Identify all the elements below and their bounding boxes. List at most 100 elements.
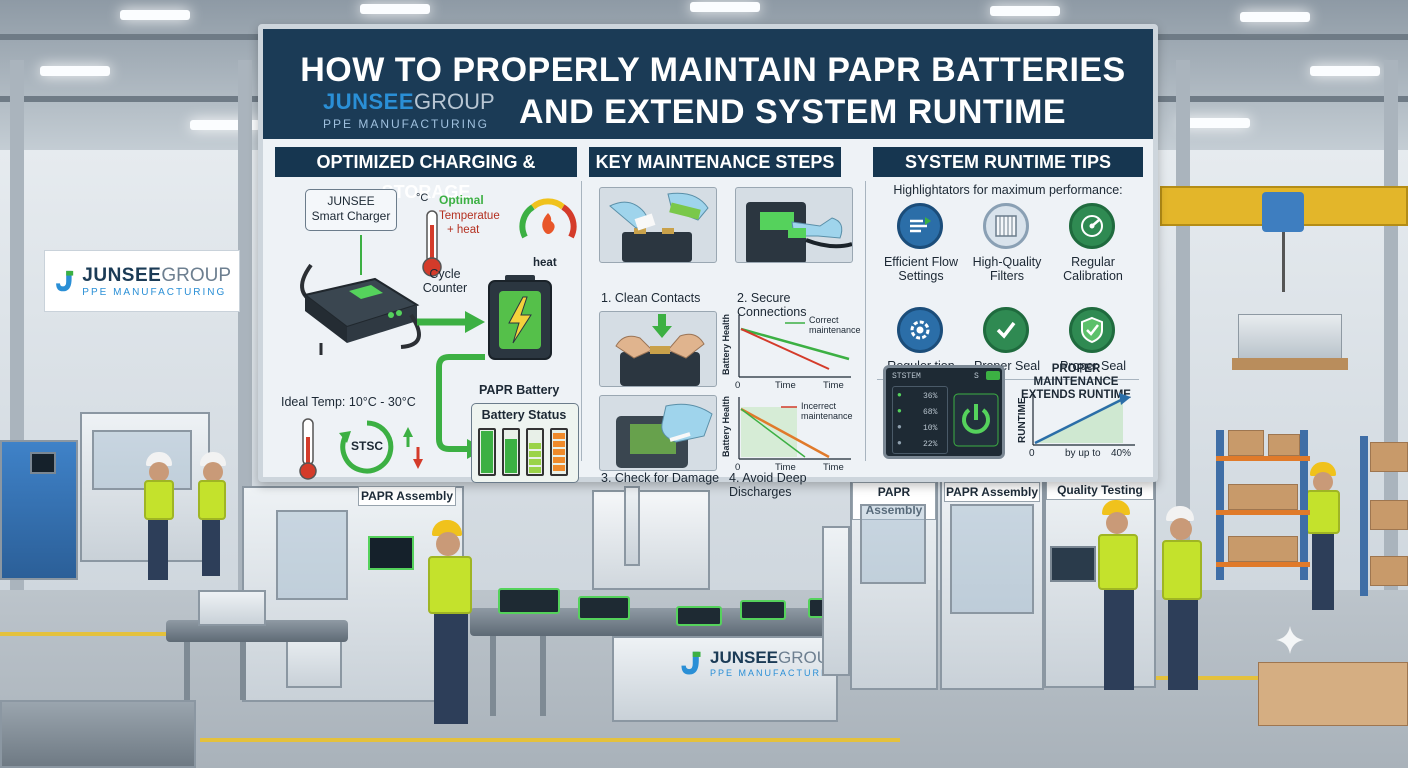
conveyor-leg <box>540 636 546 716</box>
brand-tagline: PPE MANUFACTURING <box>710 668 844 678</box>
worker-head <box>1106 512 1128 534</box>
papr-assembly-station-left <box>242 486 464 702</box>
chart-origin: 0 <box>735 380 741 391</box>
papr-battery-label: PAPR Battery <box>479 383 560 397</box>
hard-hat <box>200 452 226 466</box>
warehouse-rack <box>1360 436 1408 596</box>
inspection-illustration <box>599 311 717 387</box>
up-down-arrows-icon <box>403 427 423 469</box>
check-damage-illustration <box>599 395 717 471</box>
charging-panel: JUNSEE Smart Charger °C Optimal Temperat… <box>275 177 579 483</box>
step-clean-contacts: 1. Clean Contacts <box>601 291 701 305</box>
conveyor-cabinet <box>612 636 838 722</box>
reference-line <box>740 408 806 458</box>
correct-line <box>740 327 850 361</box>
arrow-right-icon <box>417 311 485 333</box>
header-brand-logo: JUNSEEGROUP PPE MANUFACTURING <box>323 89 495 131</box>
ceiling-light <box>360 4 430 14</box>
board-title-line1: HOW TO PROPERLY MAINTAIN PAPR BATTERIES <box>300 51 1126 89</box>
brand-name-bold: JUNSEE <box>82 264 162 286</box>
power-icon[interactable] <box>952 390 1000 450</box>
conveyor-brand-logo: JUNSEEGROUP PPE MANUFACTURING <box>678 648 843 678</box>
foreground-table <box>0 700 196 768</box>
brand-name-bold: JUNSEE <box>710 648 779 667</box>
step-check-damage: 3. Check for Damage <box>601 471 720 485</box>
decline-line <box>740 328 830 370</box>
runtime-axis-label: RUNTIME <box>1017 397 1028 443</box>
battery-on-conveyor <box>498 588 560 614</box>
smart-charger-icon <box>300 235 421 355</box>
cycle-counter-badge-icon <box>339 420 394 474</box>
battery-on-conveyor <box>578 596 630 620</box>
device-battery-indicator <box>986 371 1000 380</box>
ceiling-light <box>120 10 190 20</box>
chart-x-tick-1: Time <box>775 462 796 473</box>
battery-level-low <box>550 428 568 476</box>
conveyor-leg <box>490 636 496 716</box>
step-secure-connections: 2. Secure Connections <box>737 291 807 319</box>
chart-y-label: Battery Health <box>721 313 731 375</box>
chart-origin: 0 <box>735 462 741 473</box>
ideal-temp-label: Ideal Temp: 10°C - 30°C <box>281 395 416 409</box>
machine-window <box>92 430 192 490</box>
filter-icon <box>983 203 1029 249</box>
station-sign-left: PAPR Assembly <box>358 486 456 506</box>
section-header-maintenance: KEY MAINTENANCE STEPS <box>589 147 841 177</box>
heat-label: heat <box>533 257 557 269</box>
hard-hat <box>1310 462 1336 476</box>
storage-box <box>1370 442 1408 472</box>
papr-assembly-station-mid2 <box>940 480 1044 690</box>
runtime-intro: Highlightators for maximum performance: <box>893 183 1123 197</box>
temperature-label: Temperatue <box>439 210 500 222</box>
heat-plus-label: + heat <box>447 224 480 236</box>
steel-column <box>238 60 252 620</box>
clean-contacts-illustration <box>599 187 717 263</box>
robotic-arm <box>624 486 640 566</box>
section-header-charging: OPTIMIZED CHARGING & STORAGE <box>275 147 577 202</box>
runtime-divider <box>877 379 1139 380</box>
panel-divider <box>581 181 582 461</box>
station-sign-qt: Quality Testing <box>1046 480 1154 500</box>
crane-load <box>1238 314 1342 360</box>
papr-battery-icon <box>488 275 552 360</box>
board-title-line2: AND EXTEND SYSTEM RUNTIME <box>519 93 1067 131</box>
storage-box <box>1268 434 1300 456</box>
worker-legs <box>434 614 468 724</box>
tip-filters: High-Quality Filters <box>972 255 1042 283</box>
cycle-counter-label: Cycle Counter <box>422 267 468 295</box>
robotic-arm-frame <box>592 490 710 590</box>
flow-settings-icon <box>897 203 943 249</box>
worker-legs <box>202 520 220 576</box>
ceiling-light <box>1240 12 1310 22</box>
battery-on-conveyor <box>676 606 722 626</box>
battery-level-high <box>502 428 520 476</box>
worker-legs <box>1168 600 1198 690</box>
hard-hat <box>1166 506 1194 521</box>
brand-logo-icon <box>681 651 701 675</box>
battery-on-conveyor <box>740 600 786 620</box>
station-monitor <box>368 536 414 570</box>
board-header: HOW TO PROPERLY MAINTAIN PAPR BATTERIES … <box>263 29 1153 139</box>
brand-name-bold: JUNSEE <box>323 89 415 114</box>
proper-seal-shield-icon <box>1069 307 1115 353</box>
battery-status-label: Battery Status <box>481 408 567 422</box>
runtime-chart: RUNTIME 0 by up to 40% <box>1015 391 1145 461</box>
incorrect-maintenance-label: Incerrect maintenance <box>801 401 853 421</box>
safety-vest <box>144 480 174 520</box>
brand-name-light: GROUP <box>161 264 231 286</box>
device-tag: S <box>974 372 979 381</box>
safety-vest <box>198 480 226 520</box>
brand-tagline: PPE MANUFACTURING <box>323 117 490 131</box>
chart-x-tick-2: Time <box>823 462 844 473</box>
thermometer-small-icon <box>299 418 317 480</box>
station-window <box>950 504 1034 614</box>
safety-vest <box>1162 540 1202 600</box>
secure-connections-illustration <box>735 187 853 263</box>
runtime-by-label: by up to <box>1065 448 1101 459</box>
floor-marking <box>0 632 250 636</box>
hard-hat <box>146 452 172 466</box>
conveyor-leg <box>240 642 246 700</box>
tip-flow-settings: Efficient Flow Settings <box>883 255 959 283</box>
battery-level-full <box>478 428 496 476</box>
storage-box <box>1228 430 1264 456</box>
